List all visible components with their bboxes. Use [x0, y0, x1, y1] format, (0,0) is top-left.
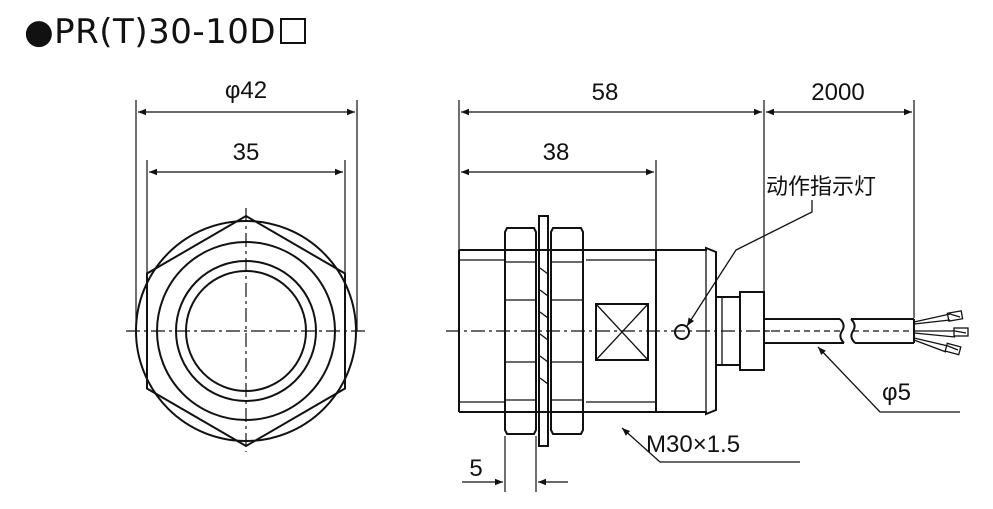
cable [764, 310, 969, 356]
indicator-led-icon [674, 324, 690, 340]
model-title-text: ●PR(T)30-10D [24, 12, 277, 52]
dimension-outer-diameter: φ42 [135, 77, 358, 331]
dimension-nut-width: 5 [462, 436, 568, 492]
dimension-thread-length-label: 38 [543, 139, 570, 166]
dimension-body-length-label: 58 [592, 79, 619, 106]
dimension-hex-width: 35 [146, 139, 346, 273]
dimension-nut-width-label: 5 [469, 455, 482, 482]
dimension-hex-width-label: 35 [233, 139, 260, 166]
label-box [595, 303, 649, 361]
side-hex-nut-rear [550, 227, 584, 435]
thread-callout: M30×1.5 [621, 427, 800, 463]
side-hex-nut-front [504, 227, 537, 435]
side-view [446, 215, 969, 447]
dimension-thread-length: 38 [461, 139, 657, 250]
dimension-cable-length-label: 2000 [811, 79, 864, 106]
model-title: ●PR(T)30-10D [24, 12, 307, 52]
dimension-cable-length: 2000 [766, 79, 915, 318]
front-view [126, 208, 368, 452]
indicator-label: 动作指示灯 [766, 175, 876, 200]
square-box-icon [280, 18, 307, 44]
cable-diameter-callout: φ5 [817, 346, 960, 413]
dimension-outer-diameter-label: φ42 [225, 77, 267, 104]
indicator-callout: 动作指示灯 [686, 175, 876, 327]
dimension-body-length: 58 [458, 79, 765, 292]
cable-diameter-label: φ5 [882, 379, 911, 406]
thread-spec-label: M30×1.5 [646, 431, 740, 458]
